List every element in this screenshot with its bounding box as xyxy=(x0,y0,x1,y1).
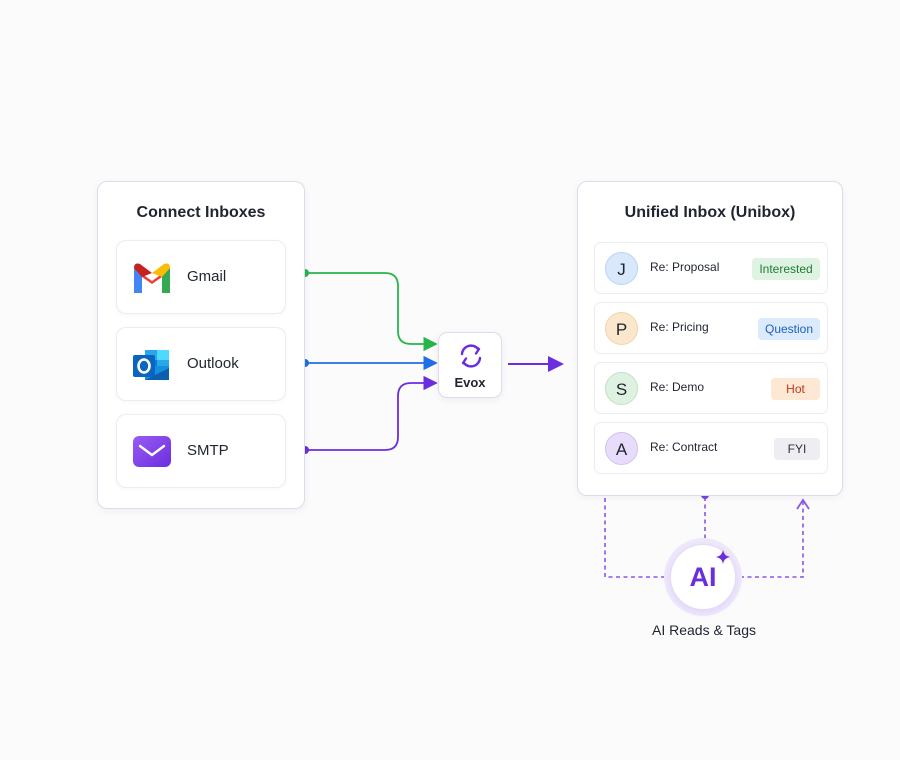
outlook-icon xyxy=(133,350,169,380)
source-outlook-label: Outlook xyxy=(187,355,239,372)
message-subject: Re: Contract xyxy=(650,440,718,454)
ai-loop-right-arrowhead xyxy=(796,498,810,510)
avatar: P xyxy=(605,312,638,345)
evox-label: Evox xyxy=(454,375,486,390)
source-smtp[interactable]: SMTP xyxy=(116,414,286,488)
tag-badge: Interested xyxy=(752,258,820,280)
tag-badge: Hot xyxy=(771,378,820,400)
message-row[interactable]: P Re: Pricing Question xyxy=(594,302,828,354)
tag-badge: Question xyxy=(758,318,820,340)
message-subject: Re: Demo xyxy=(650,380,705,394)
avatar: J xyxy=(605,252,638,285)
ai-badge[interactable]: AI xyxy=(664,538,742,616)
message-row[interactable]: S Re: Demo Hot xyxy=(594,362,828,414)
source-outlook[interactable]: Outlook xyxy=(116,327,286,401)
unibox-title: Unified Inbox (Unibox) xyxy=(624,204,796,221)
ai-badge-text: AI xyxy=(689,562,717,592)
gmail-icon xyxy=(134,263,170,293)
source-gmail[interactable]: Gmail xyxy=(116,240,286,314)
ai-loop-left xyxy=(604,498,668,578)
tag-badge: FYI xyxy=(774,438,820,460)
message-subject: Re: Pricing xyxy=(650,320,709,334)
connect-inboxes-title: Connect Inboxes xyxy=(136,204,266,221)
message-row[interactable]: A Re: Contract FYI xyxy=(594,422,828,474)
avatar: A xyxy=(605,432,638,465)
unibox-card: Unified Inbox (Unibox) J Re: Proposal In… xyxy=(577,181,843,496)
connect-inboxes-card: Connect Inboxes Gmail Outl xyxy=(97,181,305,509)
evox-hub[interactable]: Evox xyxy=(438,332,502,398)
smtp-connector xyxy=(305,375,438,451)
sparkle-icon xyxy=(716,550,730,564)
ai-caption: AI Reads & Tags xyxy=(651,622,757,638)
source-gmail-label: Gmail xyxy=(187,268,227,285)
smtp-mail-icon xyxy=(133,436,171,467)
message-subject: Re: Proposal xyxy=(650,260,720,274)
message-row[interactable]: J Re: Proposal Interested xyxy=(594,242,828,294)
sync-icon xyxy=(460,344,482,368)
gmail-connector xyxy=(305,272,438,352)
avatar: S xyxy=(605,372,638,405)
ai-loop-right xyxy=(740,502,804,578)
source-smtp-label: SMTP xyxy=(187,442,229,459)
